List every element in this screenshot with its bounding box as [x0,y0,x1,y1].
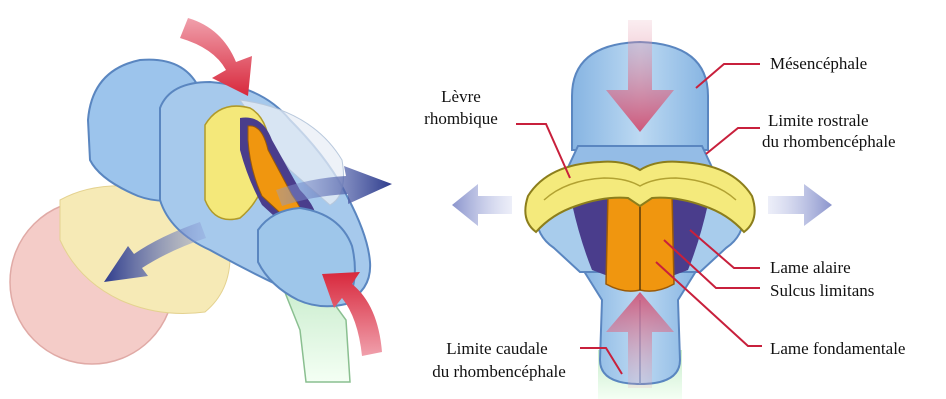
label-sulcus-limitans: Sulcus limitans [770,281,874,300]
faint-arrow-left [452,184,512,226]
label-limite-rostrale-line2: du rhombencéphale [762,132,896,151]
faint-arrow-right [768,184,832,226]
lateral-view [10,18,392,382]
leader-limite-rostrale [706,128,760,154]
label-limite-rostrale-line1: Limite rostrale [768,111,869,130]
label-lame-alaire: Lame alaire [770,258,851,277]
label-limite-caudale-line1: Limite caudale [422,339,572,358]
label-levre-line2: rhombique [418,109,504,128]
label-limite-caudale-line2: du rhombencéphale [414,362,584,381]
label-levre-line1: Lèvre [418,87,504,106]
label-lame-fondamentale: Lame fondamentale [770,339,905,358]
label-mesencephale: Mésencéphale [770,54,867,73]
